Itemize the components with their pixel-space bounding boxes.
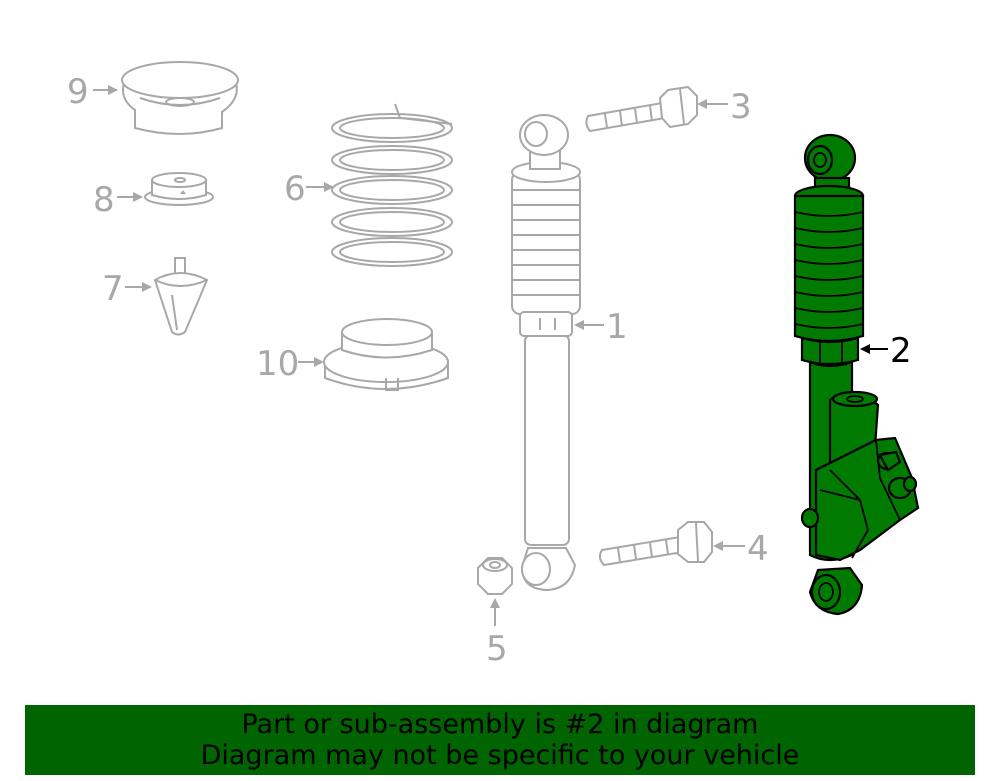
arrow-1-icon (574, 320, 584, 330)
callout-5: 5 (486, 629, 508, 669)
callout-9: 9 (67, 72, 89, 112)
callout-3: 3 (730, 87, 752, 127)
callout-7: 7 (102, 269, 124, 309)
part-5-nut[interactable] (477, 557, 513, 595)
part-7-bump-stop[interactable] (153, 257, 209, 336)
callout-4: 4 (747, 529, 769, 569)
part-10-lower-spring-seat[interactable] (323, 318, 449, 391)
callout-8: 8 (93, 180, 115, 220)
info-banner: Part or sub-assembly is #2 in diagram Di… (25, 705, 975, 775)
arrow-6-icon (324, 182, 334, 192)
callout-6: 6 (284, 169, 306, 209)
part-3-upper-bolt[interactable] (585, 85, 698, 133)
arrow-2-icon (860, 344, 870, 354)
arrow-8-icon (133, 192, 143, 202)
parts-diagram: 9 8 7 6 (67, 61, 920, 669)
arrow-9-icon (108, 85, 118, 95)
banner-line-1: Part or sub-assembly is #2 in diagram (241, 709, 759, 740)
arrow-10-icon (314, 357, 324, 367)
arrow-4-icon (713, 541, 723, 551)
part-1-shock-absorber[interactable] (511, 114, 581, 592)
part-4-lower-bolt[interactable] (598, 521, 713, 567)
part-8-bump-stop-cap[interactable] (144, 172, 214, 206)
part-9-spring-seat[interactable] (121, 61, 239, 135)
banner-line-2: Diagram may not be specific to your vehi… (200, 740, 800, 771)
arrow-5-icon (490, 598, 500, 608)
part-6-coil-spring[interactable] (331, 103, 453, 267)
callout-10: 10 (256, 344, 299, 384)
callout-1: 1 (606, 307, 628, 347)
callout-2: 2 (890, 331, 912, 371)
arrow-7-icon (142, 282, 152, 292)
arrow-3-icon (697, 99, 707, 109)
part-2-shock-absorber-assembly[interactable] (793, 133, 920, 616)
